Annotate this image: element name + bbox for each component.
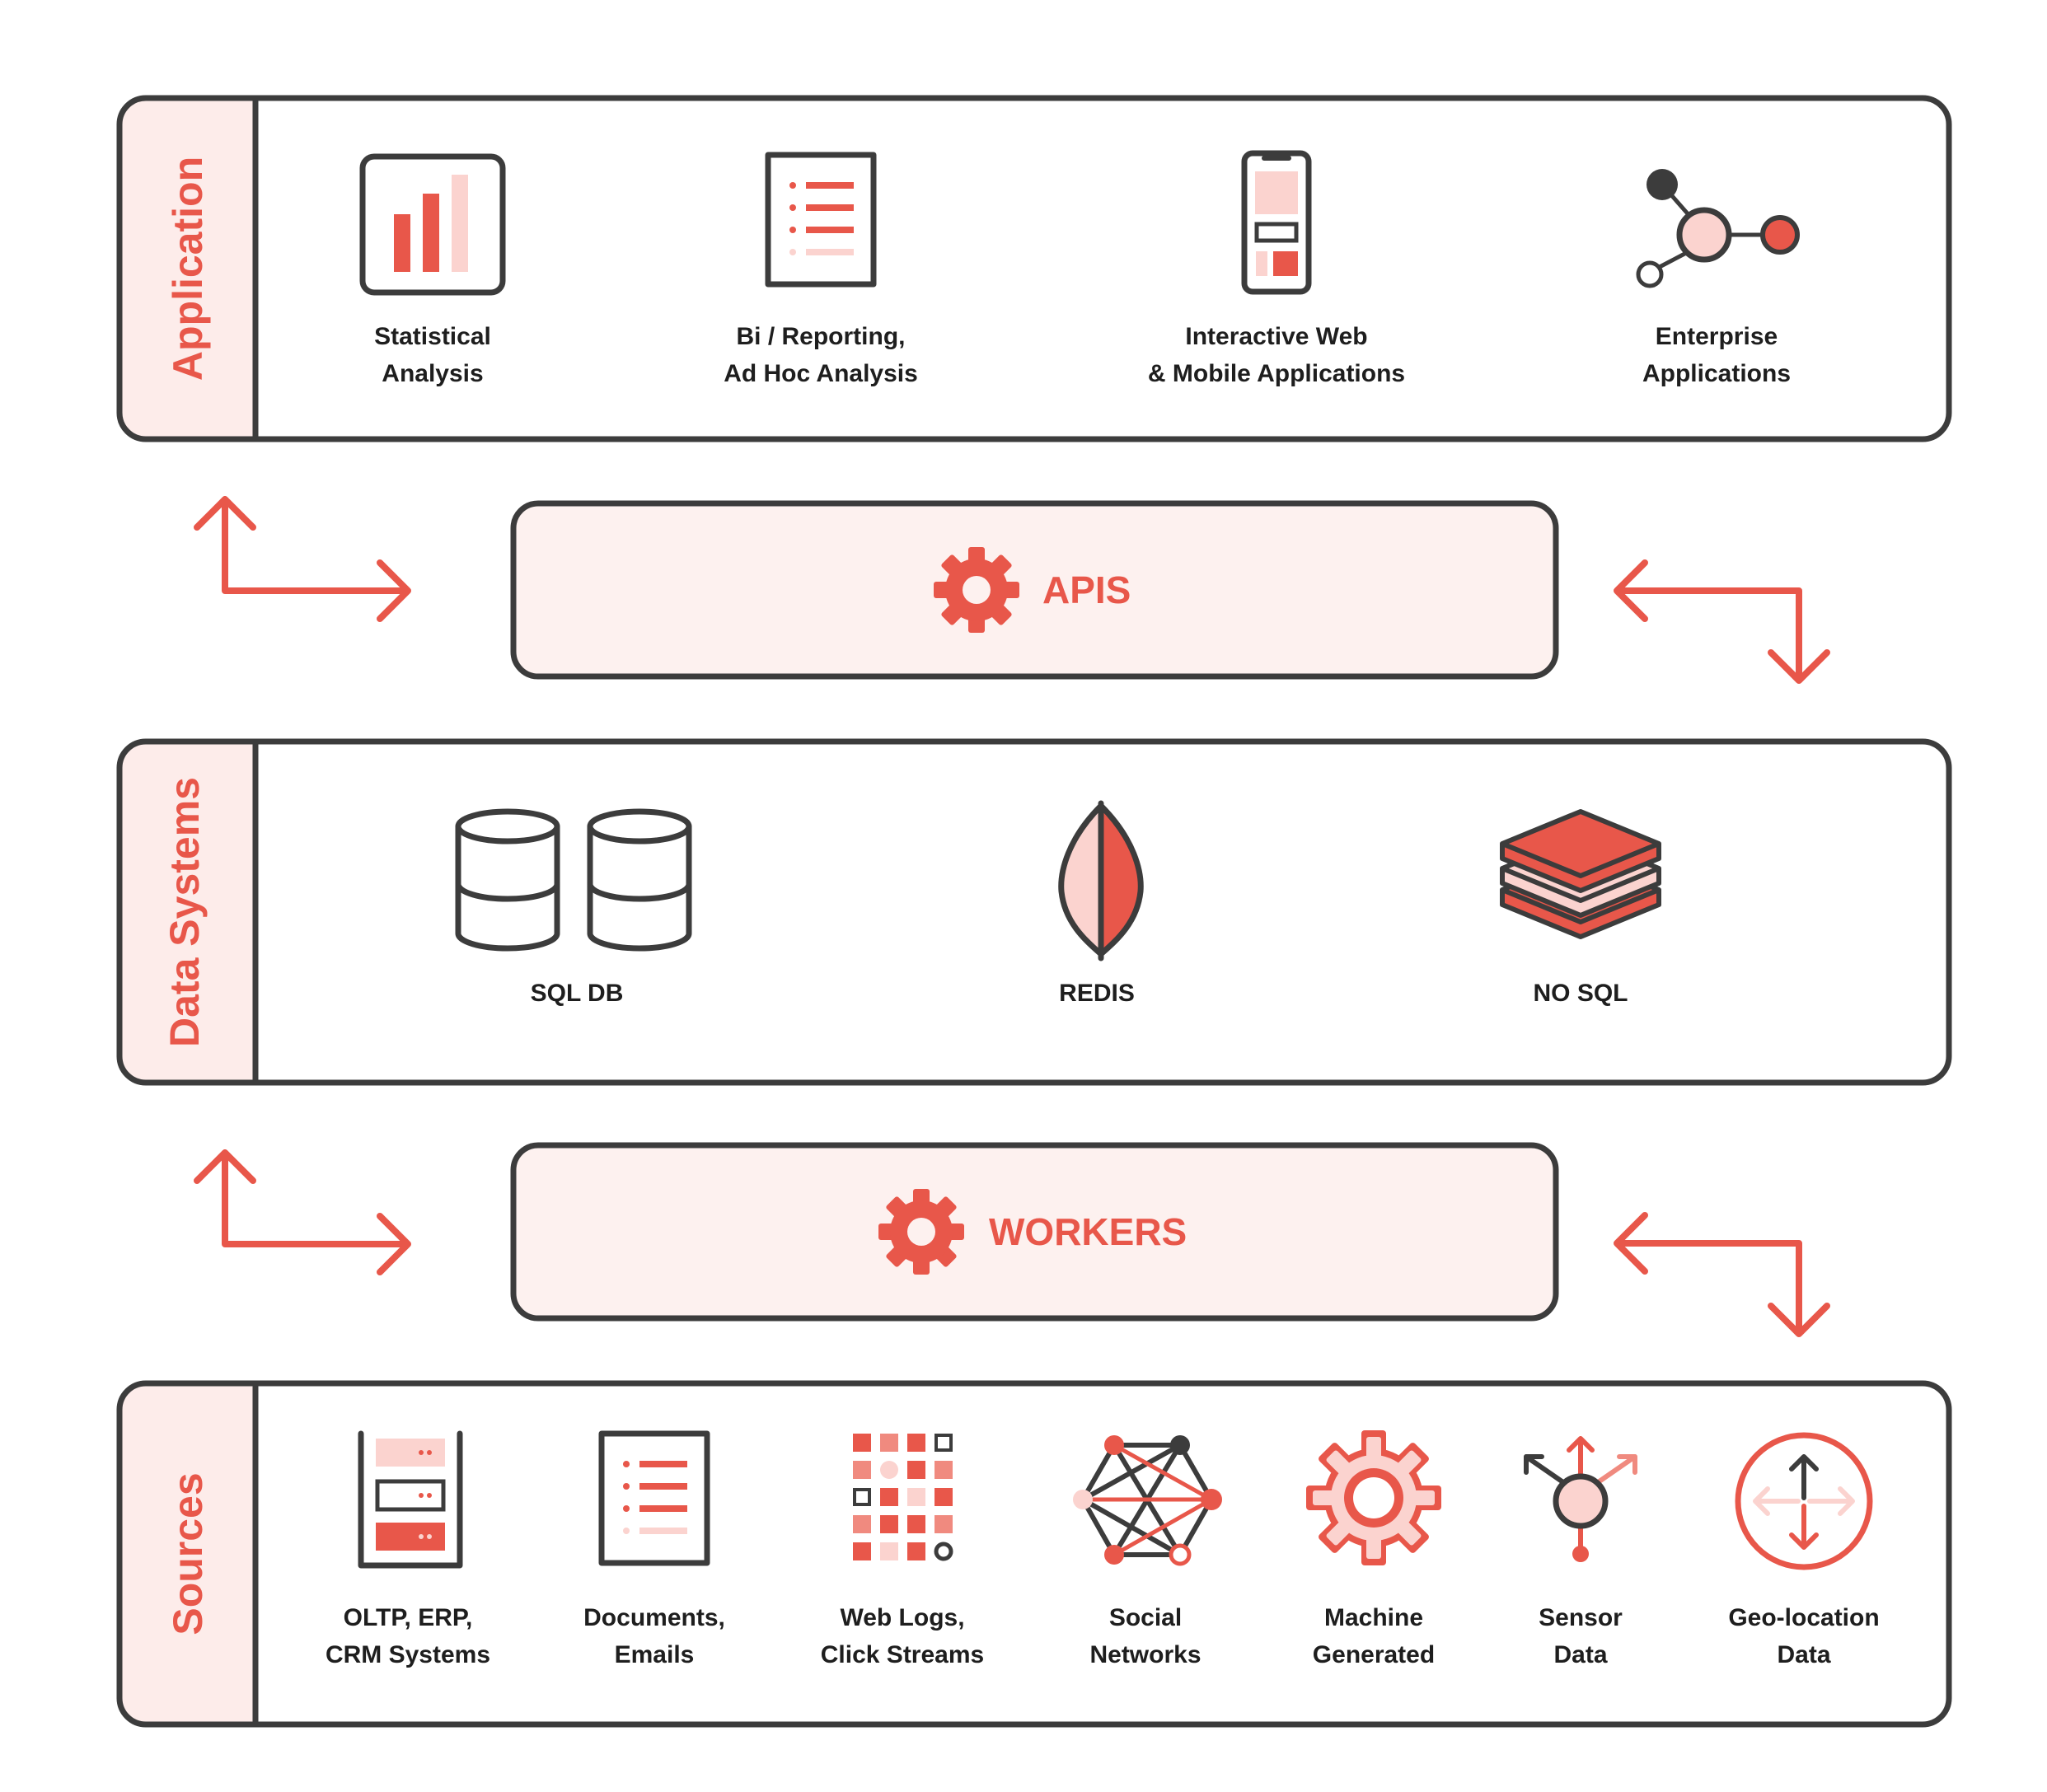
gear-icon [934,547,1019,633]
server-rack-icon [358,1430,463,1569]
data-systems-label: Data Systems [162,777,208,1047]
caption-no-sql: NO SQL [1533,980,1628,1007]
caption-geo-line1: Geo-location [1728,1604,1879,1631]
caption-reporting-line2: Ad Hoc Analysis [724,360,918,387]
arrow-up-right-top [194,496,411,622]
application-panel: Application Statistical Analysis Bi / Re… [116,95,1952,442]
caption-oltp-line2: CRM Systems [326,1641,490,1668]
caption-interactive-line2: & Mobile Applications [1148,360,1405,387]
caption-enterprise-line2: Applications [1642,360,1791,387]
workers-row: WORKERS [194,1142,1830,1337]
arrow-up-right-bottom [194,1149,411,1275]
caption-oltp-line1: OLTP, ERP, [344,1604,473,1631]
mobile-phone-icon [1241,150,1312,295]
cog-icon [1306,1430,1441,1565]
bar-chart-icon [359,153,506,296]
workers-label: WORKERS [989,1210,1187,1253]
caption-sensor-line2: Data [1553,1641,1607,1668]
arrow-left-down-top [1614,559,1830,684]
network-nodes-icon [1636,169,1800,288]
social-network-icon [1073,1435,1222,1566]
caption-reporting-line1: Bi / Reporting, [737,323,906,350]
caption-enterprise-line1: Enterprise [1656,323,1778,350]
database-icon [455,808,692,952]
apis-box [510,500,1559,680]
caption-sensor-line1: Sensor [1539,1604,1623,1631]
sensor-icon [1524,1436,1637,1562]
caption-documents-line1: Documents, [583,1604,725,1631]
apis-label: APIS [1042,568,1131,611]
leaf-icon [1058,800,1144,962]
arrow-left-down-bottom [1614,1212,1830,1337]
data-systems-panel: Data Systems SQL DB REDIS NO [116,738,1952,1086]
geo-location-icon [1735,1432,1873,1570]
application-label: Application [165,157,211,381]
grid-blocks-icon [853,1434,953,1561]
caption-statistical-line1: Statistical [374,323,491,350]
caption-weblogs-line2: Click Streams [821,1641,984,1668]
caption-geo-line2: Data [1777,1641,1830,1668]
report-document-icon [765,152,877,288]
caption-weblogs-line1: Web Logs, [840,1604,964,1631]
caption-sql-db: SQL DB [531,980,624,1007]
caption-documents-line2: Emails [615,1641,695,1668]
caption-redis: REDIS [1059,980,1135,1007]
apis-row: APIS [194,496,1830,684]
caption-interactive-line1: Interactive Web [1185,323,1367,350]
document-icon [598,1430,710,1566]
stacked-layers-icon [1500,809,1661,939]
caption-social-line1: Social [1109,1604,1182,1631]
caption-machine-line2: Generated [1313,1641,1435,1668]
caption-machine-line1: Machine [1324,1604,1423,1631]
sources-panel: Sources OLTP, ERP, CRM Systems Documents… [116,1380,1952,1728]
sources-label: Sources [165,1472,211,1635]
caption-social-line2: Networks [1089,1641,1201,1668]
workers-box [510,1142,1559,1322]
caption-statistical-line2: Analysis [382,360,483,387]
gear-icon [878,1189,964,1275]
